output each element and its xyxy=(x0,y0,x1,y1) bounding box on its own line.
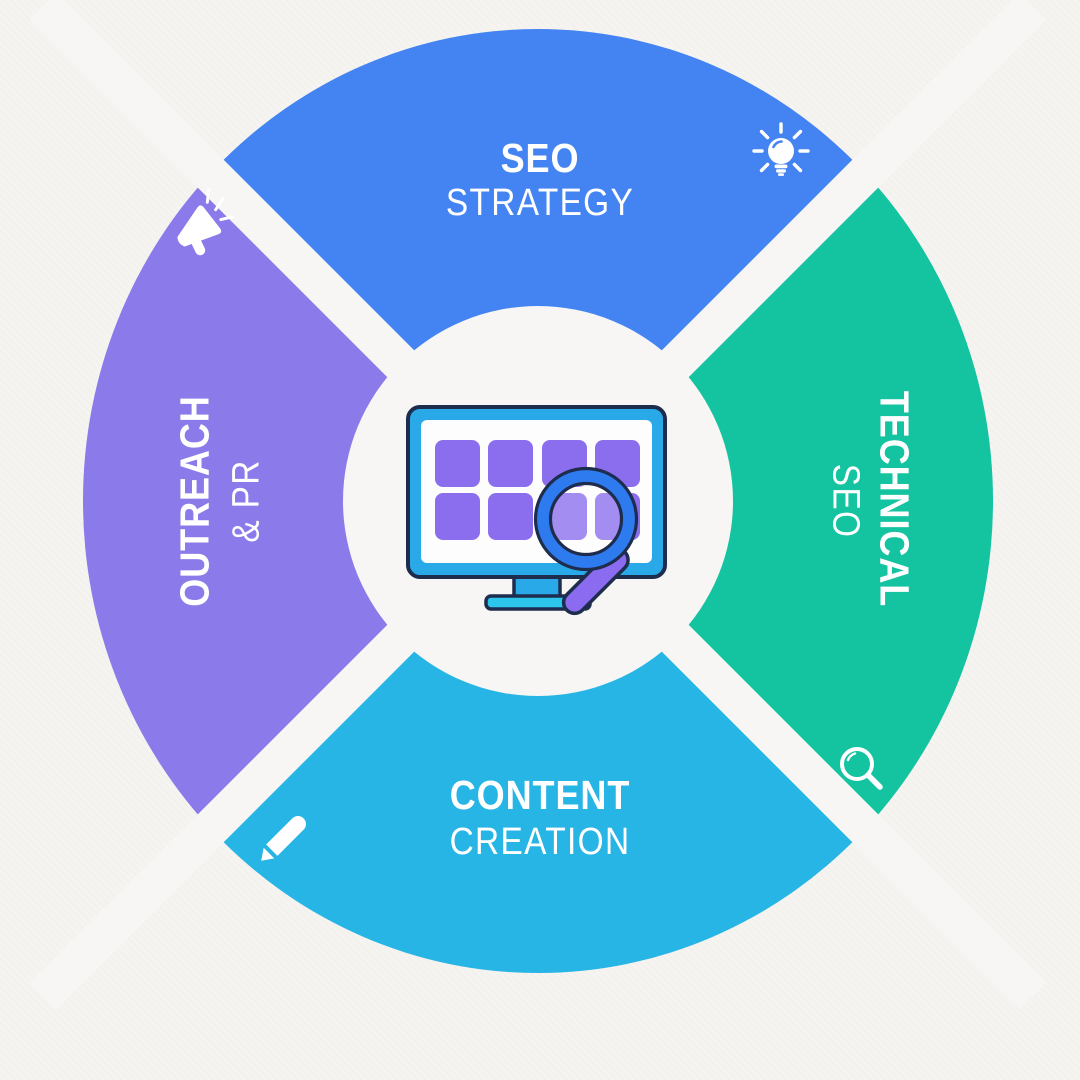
magnifier-glass xyxy=(543,476,629,562)
magnifier-ring xyxy=(536,469,636,569)
megaphone-icon xyxy=(177,188,235,256)
label-left-line2: & PR xyxy=(225,459,267,542)
label-top-line1: SEO xyxy=(501,136,580,182)
lightbulb-icon xyxy=(752,122,810,176)
sector-outreach-pr xyxy=(82,167,538,835)
sector-seo-strategy xyxy=(216,28,860,501)
sector-technical-seo xyxy=(538,167,994,835)
magnifier-ring-outer-outline xyxy=(533,466,639,572)
magnifier-ring-inner-outline xyxy=(548,481,624,557)
label-left-line1: OUTREACH xyxy=(172,395,218,606)
label-right-line2: SEO xyxy=(825,464,867,539)
label-bottom-line1: CONTENT xyxy=(450,773,631,819)
monitor-search-illustration xyxy=(406,405,667,616)
pencil-icon xyxy=(261,816,306,861)
search-icon xyxy=(840,747,883,790)
sector-ring xyxy=(82,28,994,974)
label-bottom-line2: CREATION xyxy=(450,820,631,862)
label-top-line2: STRATEGY xyxy=(446,181,634,223)
sector-content-creation xyxy=(216,501,860,974)
label-right-line1: TECHNICAL xyxy=(871,391,917,607)
